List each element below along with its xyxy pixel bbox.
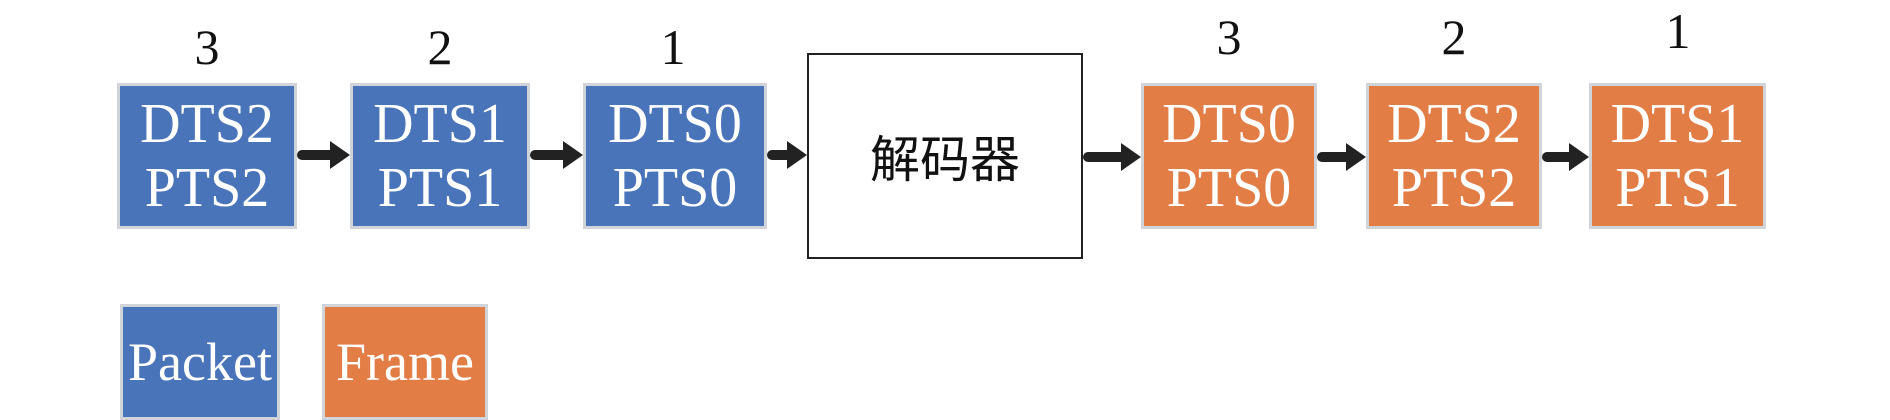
legend-packet-label: Packet (128, 331, 272, 392)
legend-packet: Packet (120, 304, 280, 420)
packet-order-label: 2 (427, 19, 453, 75)
arrow-icon (1542, 143, 1589, 171)
legend-frame-label: Frame (336, 331, 474, 392)
frame-order-label: 2 (1441, 9, 1467, 65)
frame-order-label: 1 (1665, 3, 1691, 59)
arrow-icon (1317, 143, 1366, 171)
frame-box: DTS1 PTS1 (1589, 83, 1766, 229)
pts-label: PTS2 (1391, 157, 1517, 219)
packet-box: DTS2 PTS2 (117, 83, 297, 229)
packet-box: DTS1 PTS1 (350, 83, 530, 229)
packet-order-label: 1 (660, 19, 686, 75)
pts-label: PTS1 (377, 157, 503, 219)
dts-label: DTS2 (140, 92, 274, 155)
dts-label: DTS1 (1610, 92, 1745, 155)
arrow-icon (530, 141, 583, 169)
arrow-icon (767, 141, 807, 169)
pts-label: PTS2 (144, 157, 270, 219)
arrow-icon (297, 141, 350, 169)
pts-label: PTS0 (612, 157, 738, 219)
arrow-icon (1083, 143, 1141, 171)
packet-order-label: 3 (194, 19, 220, 75)
dts-label: DTS1 (373, 92, 507, 155)
frame-box: DTS0 PTS0 (1141, 83, 1317, 229)
decoder-box: 解码器 (807, 53, 1083, 259)
dts-label: DTS0 (608, 92, 742, 155)
pts-label: PTS1 (1615, 157, 1740, 219)
decoder-label: 解码器 (870, 132, 1020, 188)
dts-label: DTS0 (1162, 92, 1296, 155)
frame-order-label: 3 (1216, 9, 1242, 65)
pts-label: PTS0 (1166, 157, 1292, 219)
legend-frame: Frame (322, 304, 488, 420)
frame-box: DTS2 PTS2 (1366, 83, 1542, 229)
dts-label: DTS2 (1387, 92, 1521, 155)
packet-box: DTS0 PTS0 (583, 83, 767, 229)
